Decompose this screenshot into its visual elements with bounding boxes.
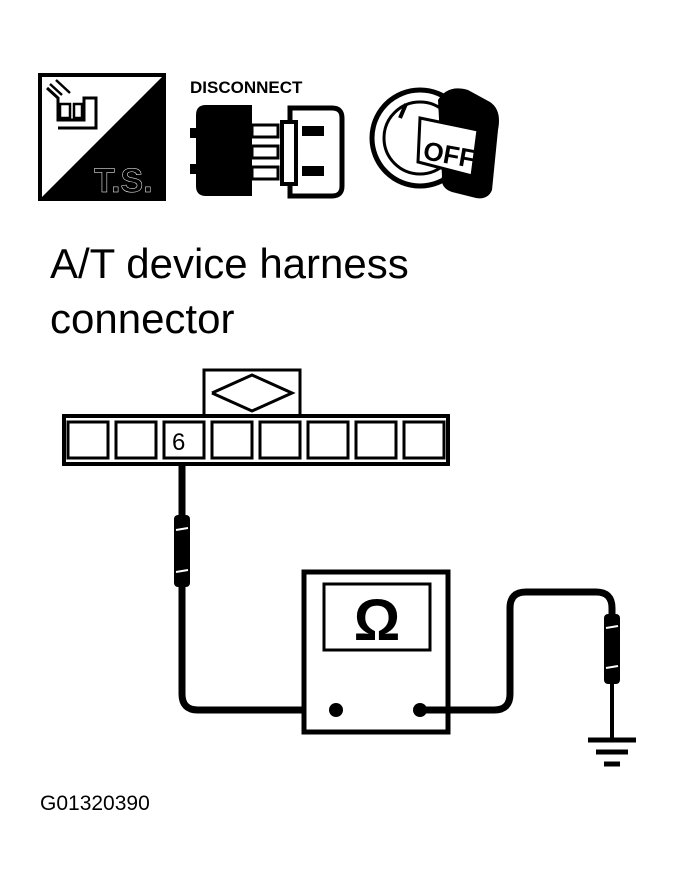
ts-icon: T.S. (38, 73, 166, 201)
probe-lead-left (174, 462, 336, 714)
disconnect-label: DISCONNECT (190, 78, 303, 97)
probe-lead-right (420, 588, 620, 740)
connector-cavity (210, 420, 254, 460)
connector-cavity (114, 420, 158, 460)
harness-connector: 6 (62, 368, 450, 466)
connector-cavity (306, 420, 350, 460)
ignition-off-icon: OFF (369, 87, 499, 199)
ts-icon-label: T.S. (94, 162, 153, 200)
disconnect-icon: DISCONNECT (190, 78, 345, 199)
ohmmeter: Ω (301, 569, 451, 735)
connector-cavity (66, 420, 110, 460)
ground-icon (588, 737, 636, 767)
meter-terminal-left (329, 703, 343, 717)
connector-cavity (258, 420, 302, 460)
connector-cavity (402, 420, 446, 460)
connector-cavity (162, 420, 206, 460)
ohm-symbol: Ω (354, 588, 401, 653)
figure-code: G01320390 (40, 792, 150, 815)
pin-6-label: 6 (172, 429, 185, 456)
diagram-title-line1: A/T device harness (50, 240, 409, 287)
diagram-title-line2: connector (50, 295, 234, 342)
connector-cavity (354, 420, 398, 460)
